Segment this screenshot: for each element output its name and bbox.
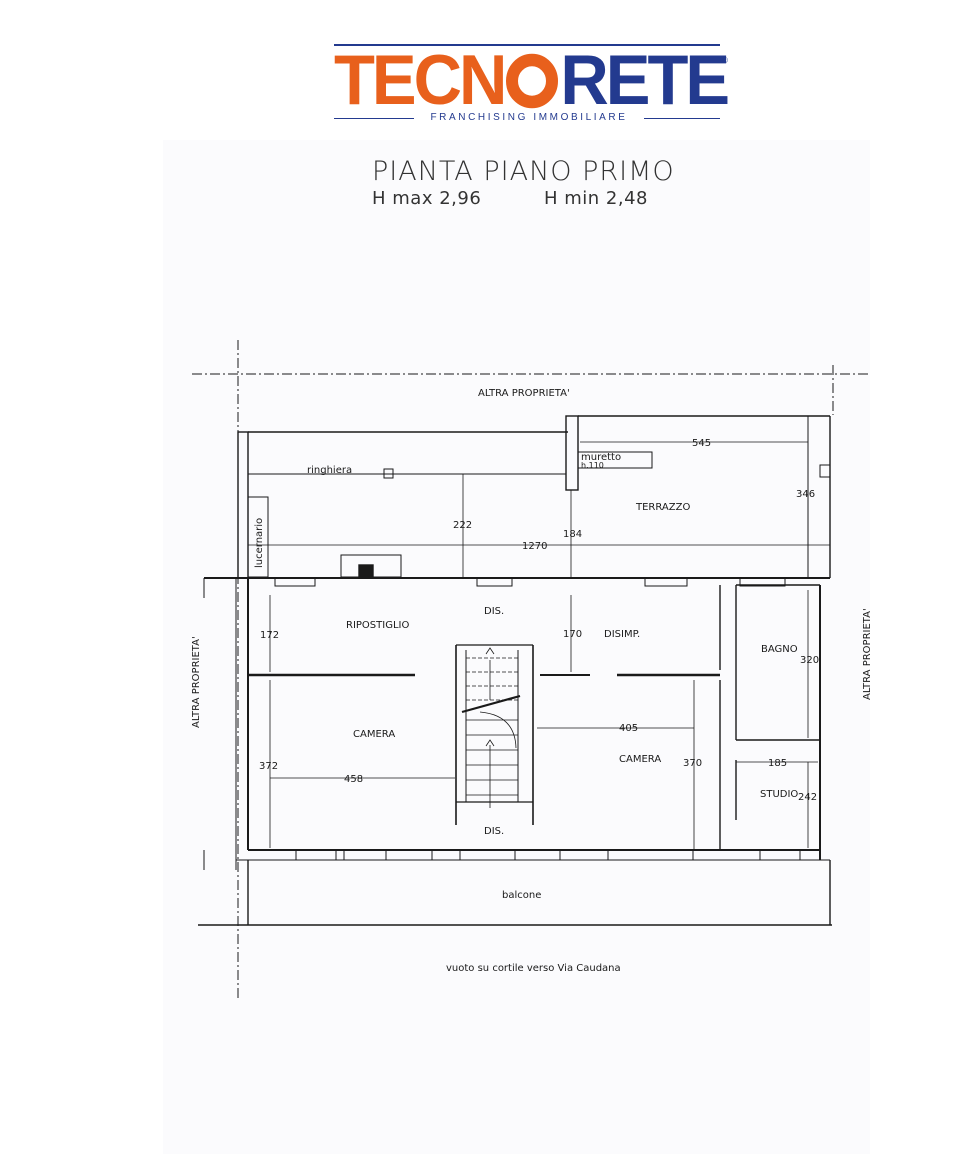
terrace-left-wall (237, 431, 249, 579)
label-lucernario: lucernario (254, 518, 265, 568)
window-top-1 (274, 577, 316, 587)
dim-185: 185 (768, 758, 787, 769)
label-ringhiera: ringhiera (307, 465, 352, 476)
logo-rule-bottom-left (334, 118, 414, 119)
label-terrazzo: TERRAZZO (635, 502, 690, 513)
plan-title: PIANTA PIANO PRIMO (372, 156, 675, 187)
dim-458: 458 (344, 774, 363, 785)
label-altra-proprieta-left: ALTRA PROPRIETA' (191, 636, 202, 728)
registered-mark: ® (722, 56, 728, 65)
logo-word-part2: N (459, 41, 507, 120)
dim-222: 222 (453, 520, 472, 531)
label-disimp: DISIMP. (604, 629, 640, 640)
window-top-4 (739, 577, 786, 587)
dim-172: 172 (260, 630, 279, 641)
dim-372: 372 (259, 761, 278, 772)
terrace-drain (819, 464, 831, 478)
label-altra-proprieta-right: ALTRA PROPRIETA' (862, 608, 873, 700)
plan-h-max: H max 2,96 (372, 188, 482, 209)
logo-word-part3: RETE (560, 41, 730, 120)
dim-184: 184 (563, 529, 582, 540)
label-dis-bottom: DIS. (484, 826, 504, 837)
dim-405: 405 (619, 723, 638, 734)
label-bagno: BAGNO (761, 644, 798, 655)
dim-370: 370 (683, 758, 702, 769)
dim-170: 170 (563, 629, 582, 640)
dim-346: 346 (796, 489, 815, 500)
dim-1270: 1270 (522, 541, 547, 552)
logo-rule-top (334, 44, 720, 46)
chimney-mark (358, 564, 374, 578)
label-dis-top: DIS. (484, 606, 504, 617)
stair-cut-line (461, 694, 521, 714)
window-top-3 (644, 577, 688, 587)
plan-h-min: H min 2,48 (544, 188, 648, 209)
logo-word-part1: TEC (334, 41, 462, 120)
label-camera-left: CAMERA (353, 729, 395, 740)
label-muretto: muretto (581, 452, 621, 463)
label-ripostiglio: RIPOSTIGLIO (346, 620, 409, 631)
dim-242: 242 (798, 792, 817, 803)
logo-rule-bottom-right (644, 118, 720, 119)
dim-545: 545 (692, 438, 711, 449)
muretto-pillar (565, 415, 579, 491)
label-camera-right: CAMERA (619, 754, 661, 765)
label-muretto-height: h.110 (581, 461, 604, 470)
window-top-2 (476, 577, 513, 587)
label-vuoto: vuoto su cortile verso Via Caudana (446, 963, 621, 974)
label-studio: STUDIO (760, 789, 798, 800)
ringhiera-post (383, 468, 394, 479)
logo-tagline: FRANCHISING IMMOBILIARE (414, 112, 644, 123)
label-balcone: balcone (502, 890, 541, 901)
dim-320: 320 (800, 655, 819, 666)
stair-arrow-up-head (485, 647, 495, 655)
muretto-box (578, 451, 653, 469)
label-altra-proprieta-top: ALTRA PROPRIETA' (478, 388, 570, 399)
scan-background (163, 140, 870, 1154)
